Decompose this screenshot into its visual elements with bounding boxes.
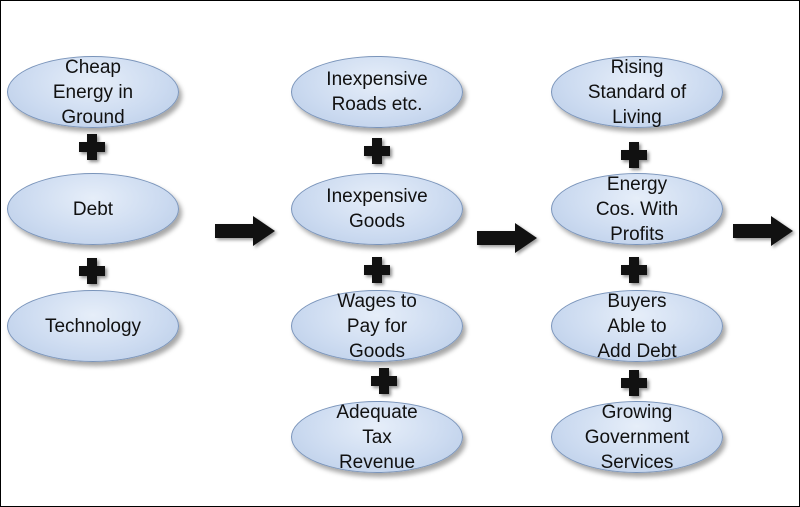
- node-wages: Wages to Pay for Goods: [291, 290, 463, 362]
- node-tax-revenue: Adequate Tax Revenue: [291, 401, 463, 473]
- plus-icon: [79, 258, 105, 284]
- node-label: Energy Cos. With Profits: [595, 173, 679, 245]
- node-inexpensive-roads: Inexpensive Roads etc.: [291, 56, 463, 128]
- plus-icon: [621, 142, 647, 168]
- node-label: Adequate Tax Revenue: [336, 401, 418, 473]
- node-inexpensive-goods: Inexpensive Goods: [291, 173, 463, 245]
- node-label: Growing Government Services: [584, 401, 690, 473]
- node-label: Debt: [72, 198, 114, 220]
- node-label: Inexpensive Goods: [326, 186, 428, 232]
- right-arrow-icon: [477, 223, 537, 253]
- node-label: Buyers Able to Add Debt: [597, 290, 677, 362]
- node-rising-standard: Rising Standard of Living: [551, 56, 723, 128]
- plus-icon: [621, 370, 647, 396]
- node-label: Technology: [44, 315, 142, 337]
- plus-icon: [621, 257, 647, 283]
- node-label: Rising Standard of Living: [587, 56, 687, 128]
- node-label: Wages to Pay for Goods: [337, 290, 417, 362]
- node-debt: Debt: [7, 173, 179, 245]
- node-label: Inexpensive Roads etc.: [326, 69, 428, 115]
- node-cheap-energy: Cheap Energy in Ground: [7, 56, 179, 128]
- right-arrow-icon: [215, 216, 275, 246]
- plus-icon: [79, 134, 105, 160]
- node-government-services: Growing Government Services: [551, 401, 723, 473]
- node-energy-cos: Energy Cos. With Profits: [551, 173, 723, 245]
- plus-icon: [364, 257, 390, 283]
- plus-icon: [371, 368, 397, 394]
- node-technology: Technology: [7, 290, 179, 362]
- node-label: Cheap Energy in Ground: [52, 56, 134, 128]
- right-arrow-icon: [733, 216, 793, 246]
- node-buyers-debt: Buyers Able to Add Debt: [551, 290, 723, 362]
- plus-icon: [364, 138, 390, 164]
